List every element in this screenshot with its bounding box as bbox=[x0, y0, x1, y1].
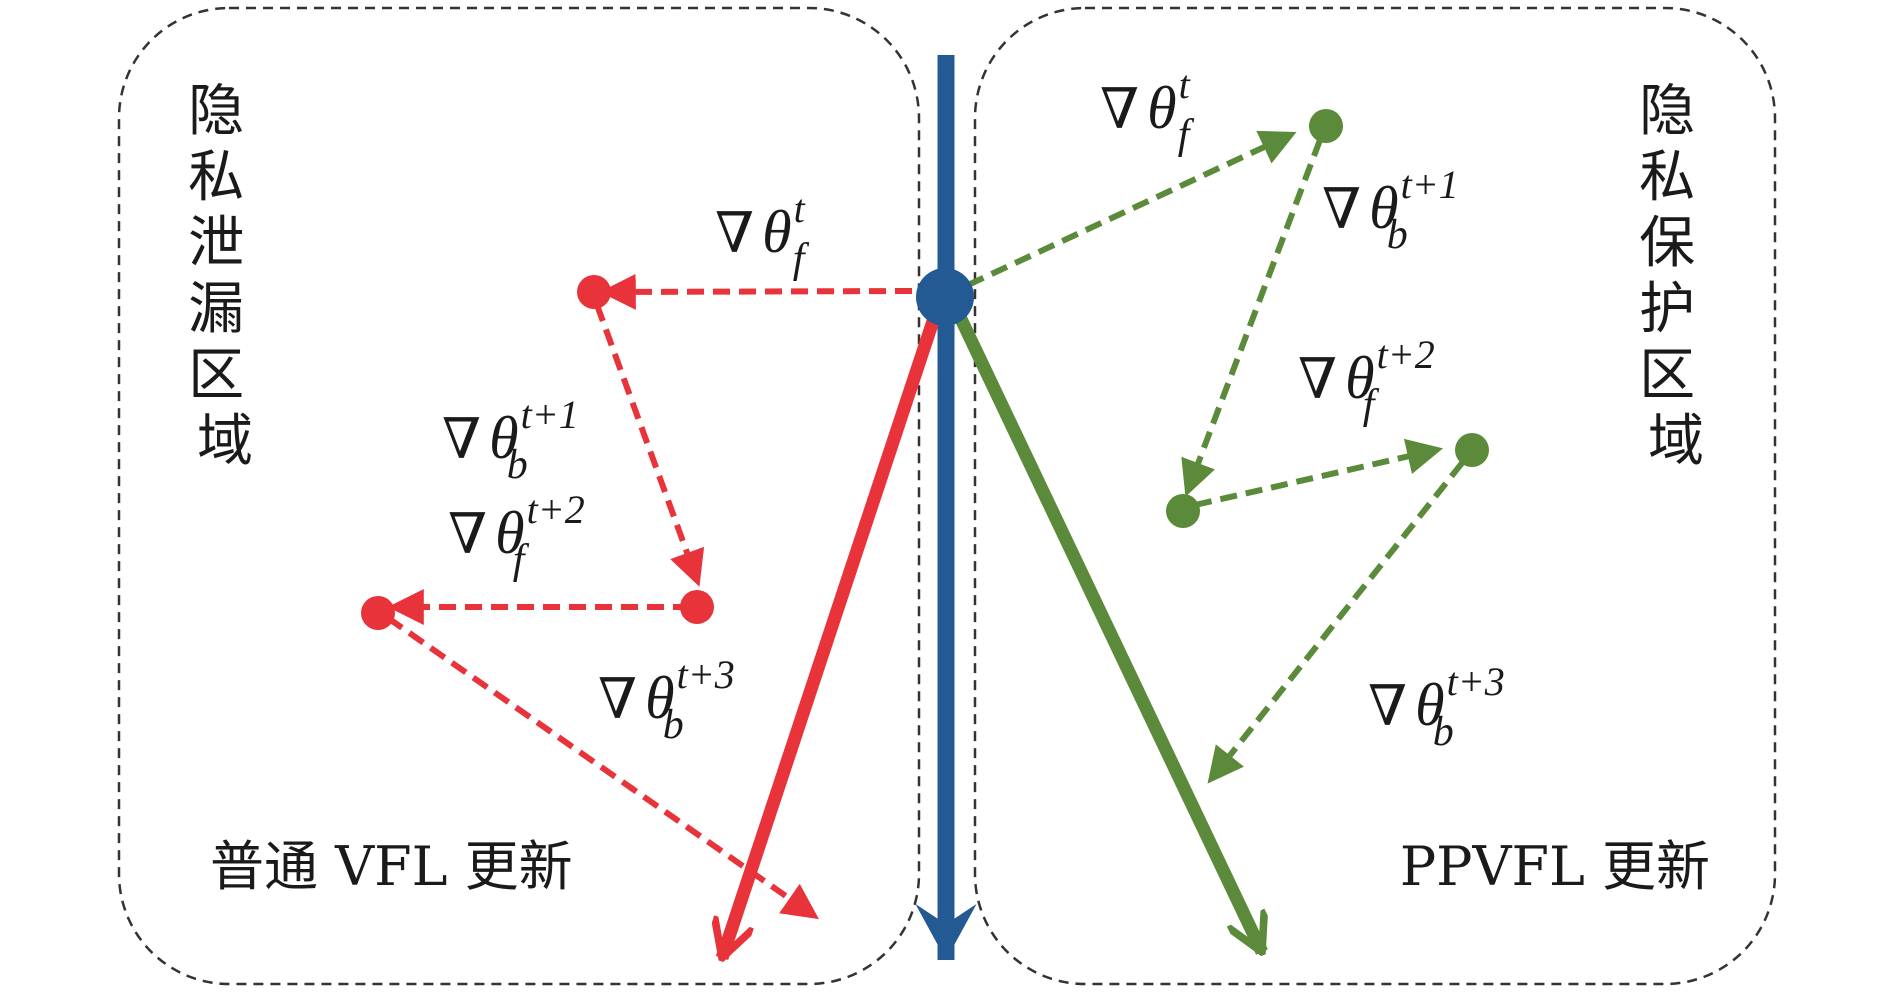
left-region-caption: 普通 VFL 更新 bbox=[210, 835, 573, 898]
region-title-char: 私 bbox=[1639, 145, 1695, 210]
left-grad-step-4 bbox=[386, 615, 819, 920]
left-region-title: 隐 私 泄 漏 区 域 bbox=[188, 79, 262, 474]
region-title-char: 域 bbox=[197, 409, 253, 474]
right-region-title: 隐 私 保 护 区 域 bbox=[1639, 79, 1713, 474]
region-title-char: 私 bbox=[188, 145, 244, 210]
red-node-3 bbox=[361, 596, 395, 630]
region-title-char: 护 bbox=[1639, 277, 1695, 342]
red-node-2 bbox=[680, 590, 714, 624]
region-title-char: 区 bbox=[188, 343, 244, 408]
region-title-char: 漏 bbox=[188, 277, 244, 342]
green-node-2 bbox=[1166, 494, 1200, 528]
green-node-3 bbox=[1455, 433, 1489, 467]
left-grad-step-1 bbox=[599, 273, 913, 310]
right-region-caption: PPVFL 更新 bbox=[1400, 835, 1710, 898]
region-title-char: 隐 bbox=[188, 79, 244, 144]
left-region-boundary bbox=[117, 6, 921, 986]
right-grad-step-1 bbox=[966, 130, 1297, 288]
normal-vfl-update-arrow bbox=[722, 297, 947, 958]
region-title-char: 隐 bbox=[1639, 79, 1695, 144]
right-grad-step-2 bbox=[1181, 138, 1323, 497]
region-title-char: 保 bbox=[1639, 211, 1695, 276]
region-title-char: 区 bbox=[1639, 343, 1695, 408]
red-node-1 bbox=[577, 275, 611, 309]
region-title-char: 域 bbox=[1648, 409, 1704, 474]
ppvfl-update-arrow bbox=[946, 297, 1262, 952]
right-grad-step-3 bbox=[1194, 438, 1444, 508]
origin-node bbox=[916, 268, 974, 326]
right-gradient-path bbox=[966, 130, 1465, 784]
left-gradient-path bbox=[386, 273, 913, 920]
right-region-boundary bbox=[973, 6, 1777, 986]
left-grad-step-2 bbox=[594, 303, 705, 587]
region-title-char: 泄 bbox=[188, 211, 244, 276]
green-node-1 bbox=[1309, 109, 1343, 143]
right-grad-step-4 bbox=[1207, 461, 1465, 784]
